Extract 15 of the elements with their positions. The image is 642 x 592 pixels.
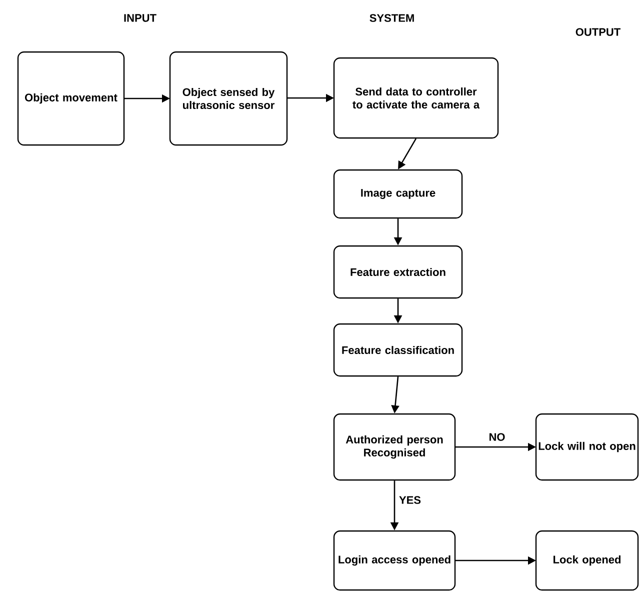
process-box: Feature extraction	[333, 245, 463, 299]
edge-label: NO	[488, 432, 506, 442]
process-box: Object movement	[17, 51, 125, 146]
process-box: Lock will not open	[535, 413, 639, 481]
column-heading: OUTPUT	[576, 28, 620, 36]
edge-label: YES	[398, 495, 422, 505]
process-box: Authorized person Recognised	[333, 413, 456, 481]
column-heading: SYSTEM	[370, 14, 414, 22]
process-box: Login access opened	[333, 530, 456, 591]
column-heading: INPUT	[124, 14, 156, 22]
process-box: Send data to controller to activate the camera a	[333, 57, 499, 139]
process-box: Feature classification	[333, 323, 463, 377]
process-box: Object sensed by ultrasonic sensor	[169, 51, 288, 146]
process-box: Lock opened	[535, 530, 639, 591]
process-box: Image capture	[333, 169, 463, 219]
